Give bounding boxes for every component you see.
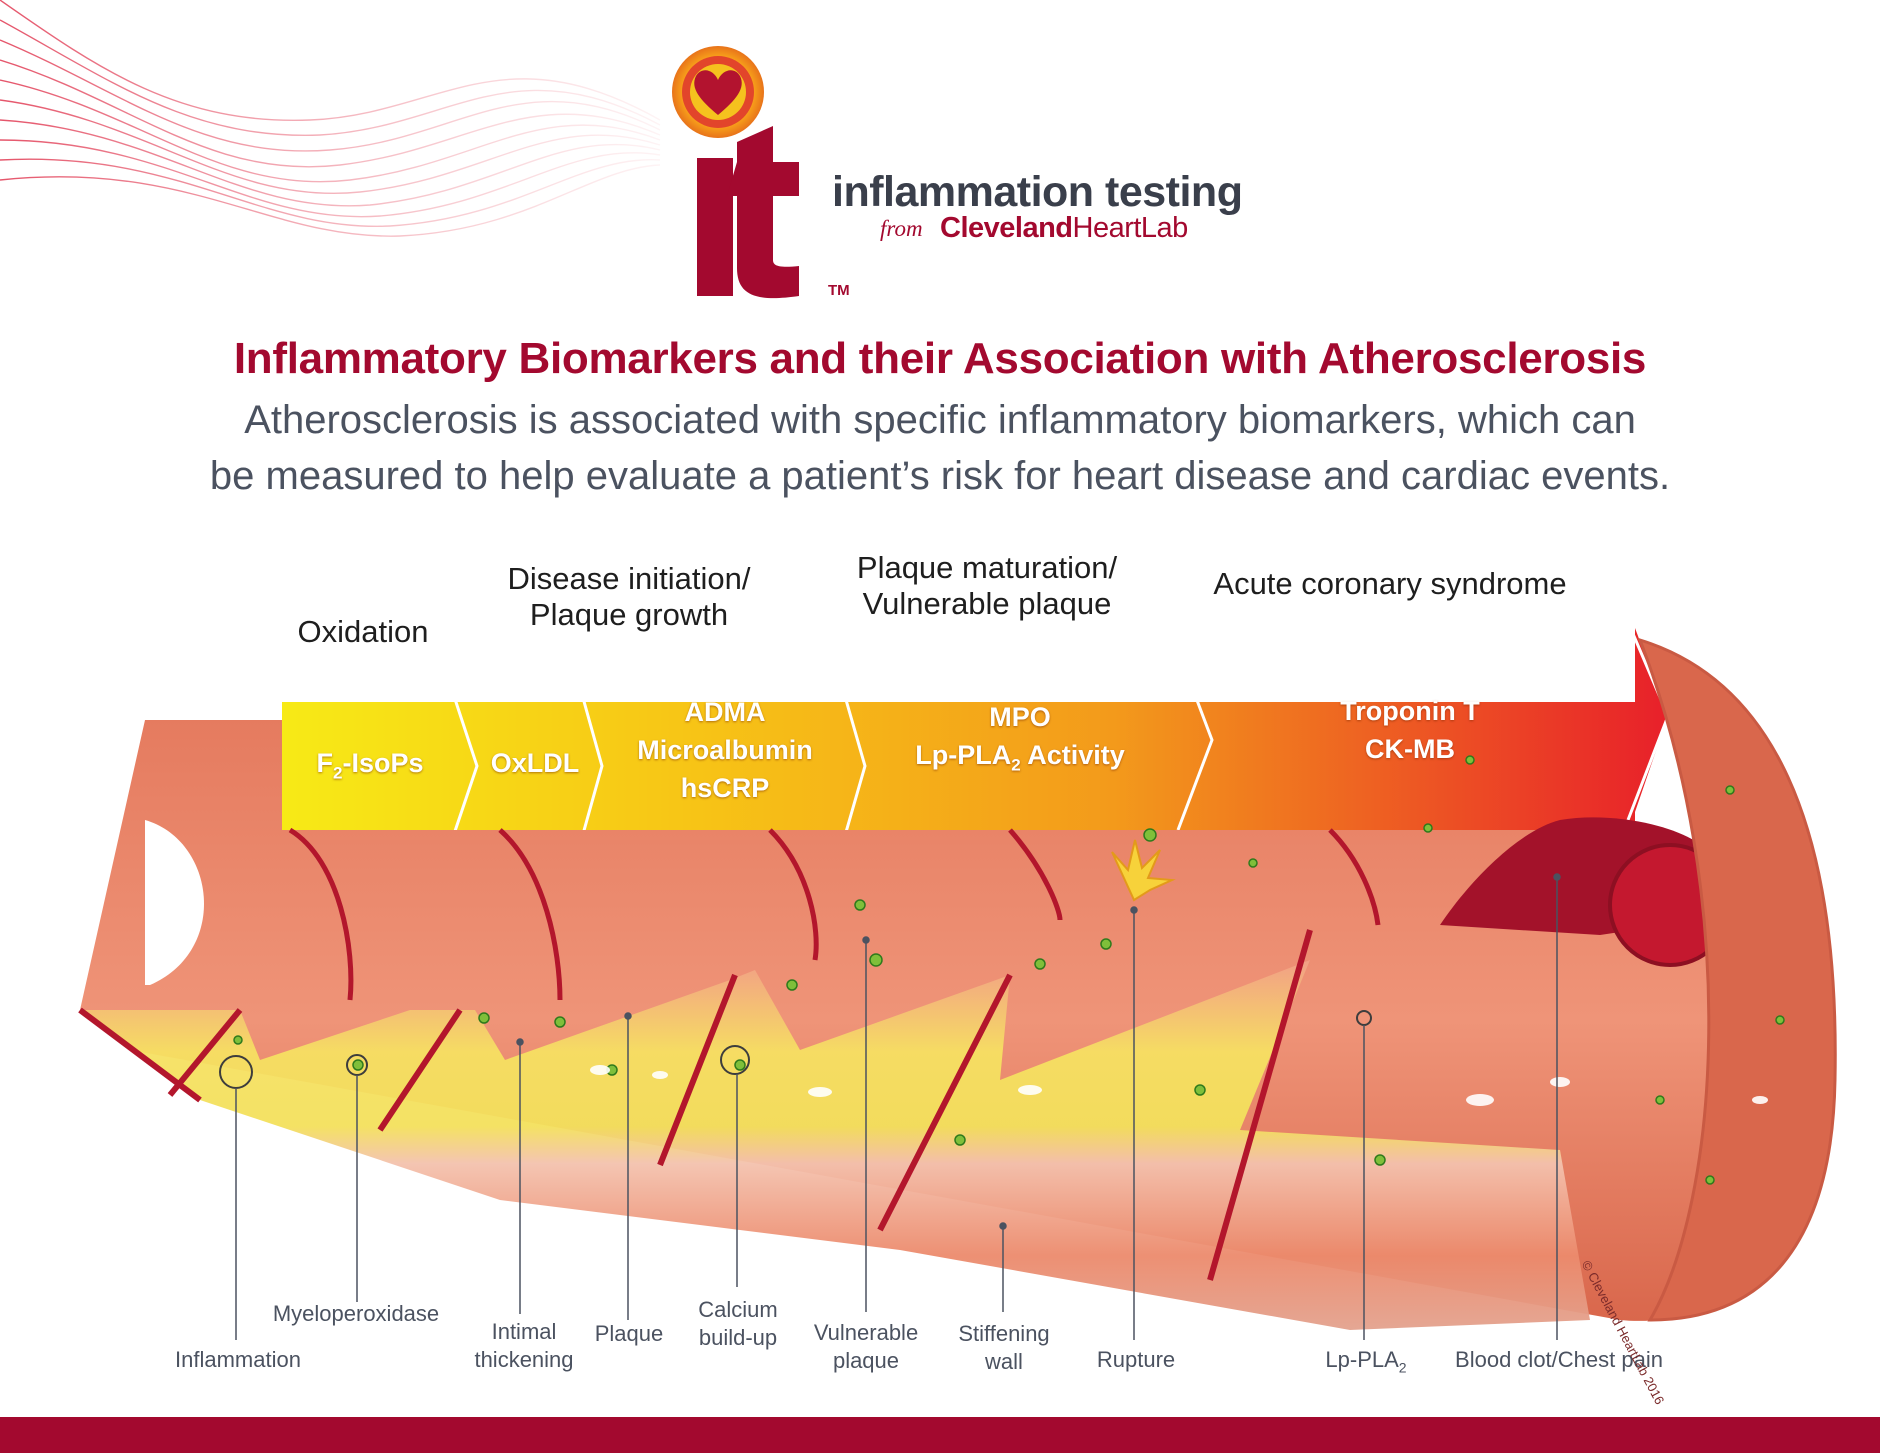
stage-label-line: Plaque growth bbox=[529, 597, 729, 632]
brand-tagline: inflammation testing bbox=[832, 168, 1243, 216]
brand-org-light: HeartLab bbox=[1072, 212, 1189, 244]
callout-inflammation: Inflammation bbox=[175, 1347, 301, 1372]
marker-subscript: 2 bbox=[1011, 755, 1021, 775]
subtitle-line-1: Atherosclerosis is associated with speci… bbox=[244, 398, 1636, 442]
stage-label-oxidation: Oxidation bbox=[278, 614, 448, 650]
stage-label-initiation: Disease initiation/ Plaque growth bbox=[474, 561, 784, 633]
callout-plaque: Plaque bbox=[594, 1321, 664, 1346]
marker-subscript: 2 bbox=[333, 763, 343, 783]
callout-line: Stiffening bbox=[958, 1321, 1050, 1346]
marker-troponin-t: Troponin T bbox=[1340, 696, 1480, 726]
biomarker-arrow bbox=[282, 621, 1670, 861]
brand-org-bold: Cleveland bbox=[940, 212, 1073, 244]
stage-label-line: Disease initiation/ bbox=[507, 561, 751, 596]
marker-text: Lp-PLA bbox=[915, 740, 1012, 770]
marker-group-mpo: MPO Lp-PLA2 Activity bbox=[880, 698, 1160, 784]
marker-mpo: MPO bbox=[989, 702, 1051, 732]
brand-from-text: from bbox=[880, 216, 923, 241]
footer-bar bbox=[0, 1417, 1880, 1453]
trademark-symbol: TM bbox=[828, 282, 850, 299]
callout-intimal-thickening: Intimal thickening bbox=[462, 1318, 586, 1374]
callout-line: Vulnerable bbox=[813, 1320, 919, 1345]
callout-line: plaque bbox=[832, 1348, 900, 1373]
marker-adma: ADMA bbox=[684, 697, 766, 727]
rupture-burst bbox=[1111, 839, 1176, 902]
marker-oxldl: OxLDL bbox=[490, 748, 580, 778]
page-title: Inflammatory Biomarkers and their Associ… bbox=[233, 334, 1647, 383]
logo-heart-emblem bbox=[672, 46, 764, 138]
callout-line: build-up bbox=[698, 1325, 778, 1350]
stage-label-acute: Acute coronary syndrome bbox=[1180, 566, 1600, 602]
callout-line: Intimal bbox=[491, 1319, 557, 1344]
callout-myeloperoxidase: Myeloperoxidase bbox=[272, 1301, 440, 1326]
stage-label-line: Plaque maturation/ bbox=[856, 550, 1118, 585]
logo-it-mark bbox=[697, 126, 799, 299]
callout-calcium-buildup: Calcium build-up bbox=[682, 1296, 794, 1352]
callout-rupture: Rupture bbox=[1096, 1347, 1176, 1372]
marker-text: -IsoPs bbox=[342, 748, 424, 778]
callout-blood-clot: Blood clot/Chest pain bbox=[1455, 1347, 1663, 1372]
callout-line: Calcium bbox=[698, 1297, 778, 1322]
marker-text: Activity bbox=[1020, 740, 1125, 770]
callout-stiffening-wall: Stiffening wall bbox=[944, 1320, 1064, 1376]
stage-label-maturation: Plaque maturation/ Vulnerable plaque bbox=[832, 550, 1142, 622]
page-subtitle: Atherosclerosis is associated with speci… bbox=[0, 392, 1880, 504]
callout-subscript: 2 bbox=[1398, 1359, 1407, 1376]
marker-text: F bbox=[316, 748, 334, 778]
marker-hscrp: hsCRP bbox=[680, 773, 770, 803]
marker-group-adma: ADMA Microalbumin hsCRP bbox=[610, 693, 840, 807]
callout-vulnerable-plaque: Vulnerable plaque bbox=[806, 1319, 926, 1375]
marker-group-troponin: Troponin T CK-MB bbox=[1270, 692, 1550, 768]
marker-f2-isops: F2-IsoPs bbox=[300, 744, 440, 792]
stage-label-line: Vulnerable plaque bbox=[862, 586, 1112, 621]
callout-text: Lp-PLA bbox=[1325, 1347, 1399, 1372]
callout-line: wall bbox=[985, 1349, 1023, 1374]
marker-microalbumin: Microalbumin bbox=[637, 735, 813, 765]
marker-ck-mb: CK-MB bbox=[1365, 734, 1455, 764]
stage-label-line: Oxidation bbox=[297, 614, 429, 649]
artery-body bbox=[78, 637, 1837, 1340]
stage-label-line: Acute coronary syndrome bbox=[1213, 566, 1567, 601]
callout-line: thickening bbox=[474, 1347, 574, 1372]
brand-organization: ClevelandHeartLab bbox=[940, 212, 1188, 245]
subtitle-line-2: be measured to help evaluate a patient’s… bbox=[209, 454, 1671, 498]
callout-lppla2: Lp-PLA2 bbox=[1318, 1346, 1414, 1381]
marker-lppla2-activity: Lp-PLA2 Activity bbox=[880, 736, 1160, 784]
ribbon-decoration bbox=[0, 0, 661, 237]
